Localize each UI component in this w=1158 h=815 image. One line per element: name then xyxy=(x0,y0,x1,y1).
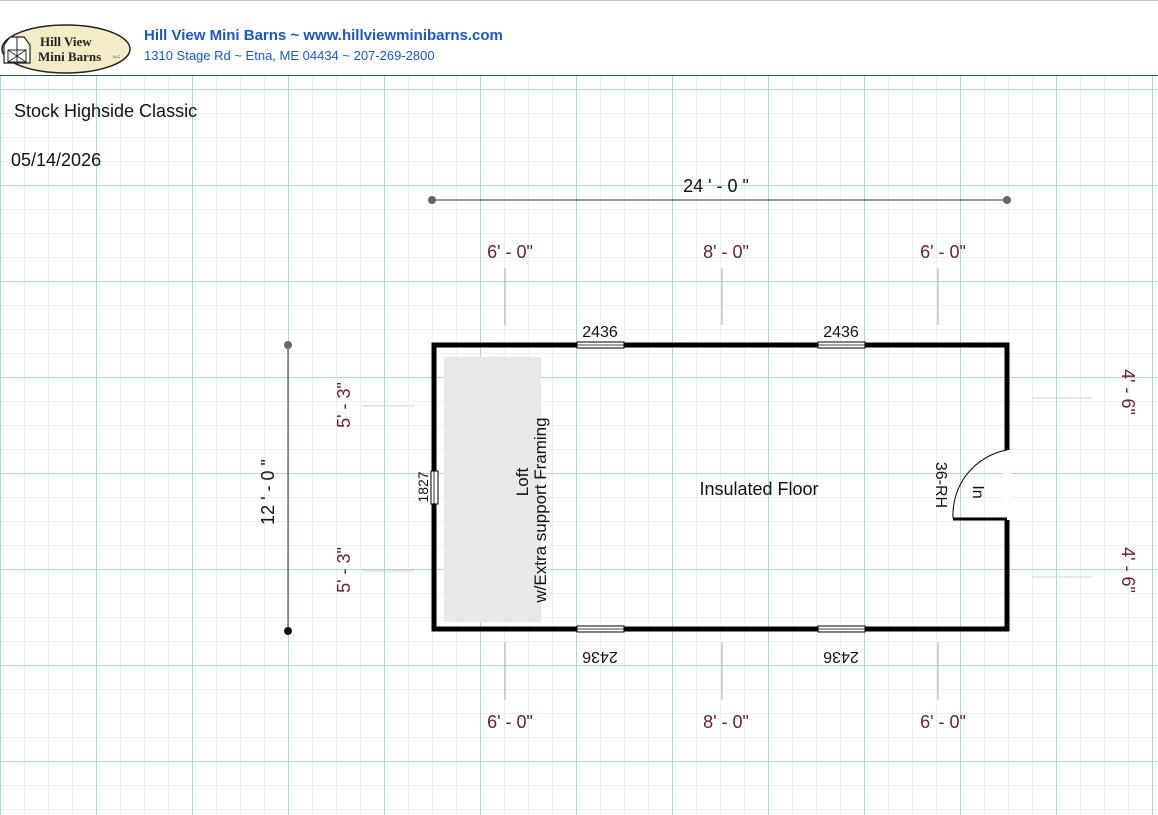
company-name-link[interactable]: Hill View Mini Barns ~ www.hillviewminib… xyxy=(144,27,503,44)
dimension-endpoint xyxy=(428,196,436,204)
door-label: 36-RH xyxy=(932,462,949,508)
header-bar: Hill View Mini Barns LLC Hill View Mini … xyxy=(0,0,1158,76)
window-left-label: 1827 xyxy=(415,471,431,502)
window-bottom-2-label: 2436 xyxy=(823,648,859,665)
dimension-endpoint xyxy=(284,627,292,635)
dimension-endpoint xyxy=(1003,196,1011,204)
window-bottom-1-label: 2436 xyxy=(582,648,618,665)
door-opening[interactable] xyxy=(1003,450,1011,520)
door-swing-label: In xyxy=(969,485,986,498)
bottom-segment-1: 6' - 0" xyxy=(487,712,533,732)
loft-sublabel: w/Extra support Framing xyxy=(531,417,550,603)
overall-width-label: 24 ' - 0 " xyxy=(683,176,749,196)
plan-title: Stock Highside Classic xyxy=(14,101,198,121)
loft-label: Loft xyxy=(513,468,532,497)
logo-line-1: Hill View xyxy=(40,34,92,49)
floor-label: Insulated Floor xyxy=(699,479,818,499)
window-top-1-label: 2436 xyxy=(582,324,618,341)
bottom-segment-3: 6' - 0" xyxy=(920,712,966,732)
right-segment-1: 4' - 6" xyxy=(1118,369,1138,415)
company-address: 1310 Stage Rd ~ Etna, ME 04434 ~ 207-269… xyxy=(144,48,435,63)
loft-area xyxy=(444,357,541,622)
logo-suffix: LLC xyxy=(113,54,120,59)
top-segment-2: 8' - 0" xyxy=(703,242,749,262)
top-segment-3: 6' - 0" xyxy=(920,242,966,262)
dimension-endpoint xyxy=(284,341,292,349)
left-segment-1: 5' - 3" xyxy=(334,382,354,428)
right-segment-2: 4' - 6" xyxy=(1118,547,1138,593)
logo-line-2: Mini Barns xyxy=(38,49,101,64)
top-segment-1: 6' - 0" xyxy=(487,242,533,262)
plan-date: 05/14/2026 xyxy=(11,150,102,170)
window-top-2-label: 2436 xyxy=(823,324,859,341)
left-segment-2: 5' - 3" xyxy=(334,547,354,593)
barn-icon xyxy=(3,36,31,64)
bottom-segment-2: 8' - 0" xyxy=(703,712,749,732)
door-swing-arc xyxy=(952,449,1008,519)
window-left[interactable] xyxy=(430,470,439,505)
floor-plan-sheet xyxy=(0,76,1158,815)
company-logo: Hill View Mini Barns LLC xyxy=(1,24,131,74)
overall-depth-label: 12 ' - 0 " xyxy=(258,459,278,525)
